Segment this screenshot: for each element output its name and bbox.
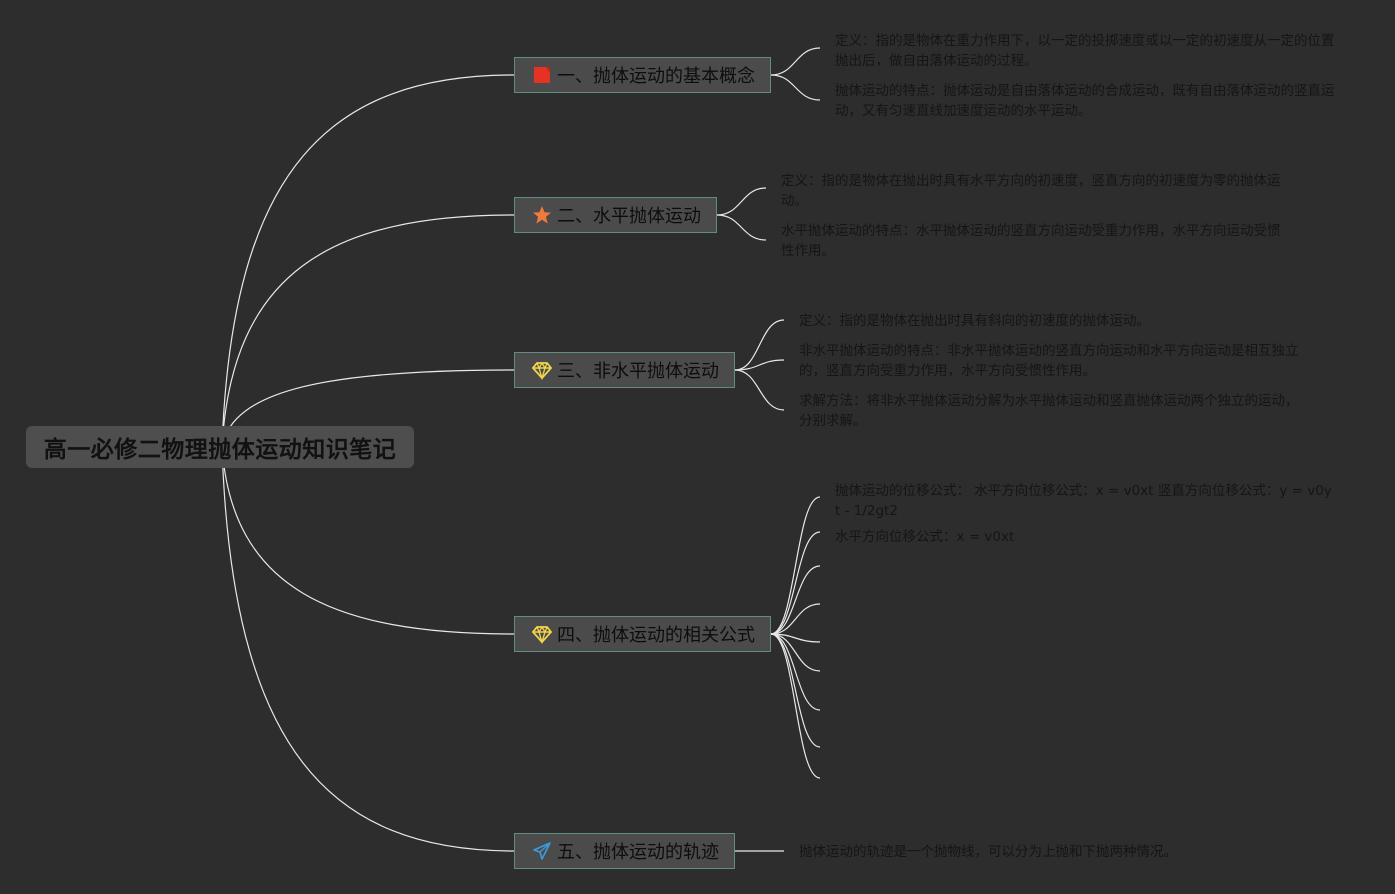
- branch-topic-horizontal-projectile[interactable]: 二、水平抛体运动: [514, 197, 717, 233]
- root-branch-connector: [221, 214, 515, 448]
- leaf-topic[interactable]: 水平抛体运动的特点：水平抛体运动的竖直方向运动受重力作用，水平方向运动受惯性作用…: [781, 223, 1281, 259]
- branch-topic-oblique-projectile[interactable]: 三、非水平抛体运动: [514, 352, 735, 388]
- yellow-diamond-icon: [531, 623, 553, 645]
- branch-leaf-connector: [716, 187, 767, 216]
- branch-topic-formulas[interactable]: 四、抛体运动的相关公式: [514, 616, 771, 652]
- branch-label: 三、非水平抛体运动: [557, 361, 719, 382]
- branch-label: 四、抛体运动的相关公式: [557, 625, 755, 646]
- branch-leaf-connector: [734, 319, 785, 371]
- branch-leaf-connector: [770, 633, 821, 711]
- root-topic[interactable]: 高一必修二物理抛体运动知识笔记: [26, 426, 414, 468]
- leaf-topic[interactable]: 定义：指的是物体在抛出时具有斜向的初速度的抛体运动。: [799, 313, 1150, 329]
- leaf-topic[interactable]: 抛体运动的特点：抛体运动是自由落体运动的合成运动，既有自由落体运动的竖直运动，又…: [835, 83, 1335, 119]
- branch-leaf-connector: [770, 603, 821, 635]
- branch-leaf-connector: [734, 359, 785, 371]
- root-branch-connector: [221, 74, 515, 448]
- yellow-diamond-icon: [531, 359, 553, 381]
- leaf-topic[interactable]: 定义：指的是物体在抛出时具有水平方向的初速度，竖直方向的初速度为零的抛体运动。: [781, 173, 1281, 209]
- branch-leaf-connector: [770, 74, 821, 101]
- blue-paper-plane-icon: [531, 840, 553, 862]
- branch-leaf-connector: [716, 214, 767, 241]
- leaf-topic[interactable]: 抛体运动的轨迹是一个抛物线，可以分为上抛和下抛两种情况。: [799, 844, 1177, 860]
- orange-star-icon: [531, 204, 553, 226]
- branch-leaf-connector: [770, 633, 821, 779]
- branch-leaf-connector: [770, 531, 821, 635]
- leaf-topic[interactable]: 水平方向位移公式：x = v0xt: [835, 529, 1015, 545]
- branch-leaf-connector: [770, 633, 821, 748]
- leaf-topic[interactable]: 抛体运动的位移公式： 水平方向位移公式：x = v0xt 竖直方向位移公式：y …: [835, 483, 1332, 519]
- branch-leaf-connector: [770, 565, 821, 635]
- branch-topic-trajectory[interactable]: 五、抛体运动的轨迹: [514, 833, 735, 869]
- branch-leaf-connector: [734, 369, 785, 411]
- branch-label: 一、抛体运动的基本概念: [557, 66, 755, 87]
- leaf-topic[interactable]: 求解方法：将非水平抛体运动分解为水平抛体运动和竖直抛体运动两个独立的运动，分别求…: [799, 393, 1299, 429]
- branch-topic-basic-concept[interactable]: 一、抛体运动的基本概念: [514, 57, 771, 93]
- branch-label: 五、抛体运动的轨迹: [557, 842, 719, 863]
- branch-leaf-connector: [770, 496, 821, 635]
- branch-leaf-connector: [770, 47, 821, 76]
- leaf-topic[interactable]: 非水平抛体运动的特点：非水平抛体运动的竖直方向运动和水平方向运动是相互独立的，竖…: [799, 343, 1299, 379]
- root-topic-label: 高一必修二物理抛体运动知识笔记: [43, 437, 397, 463]
- root-branch-connector: [221, 446, 515, 852]
- leaf-topic[interactable]: 定义：指的是物体在重力作用下，以一定的投掷速度或以一定的初速度从一定的位置抛出后…: [835, 33, 1335, 69]
- root-branch-connector: [221, 446, 515, 635]
- red-flag-icon: [531, 64, 553, 86]
- branch-leaf-connector: [770, 633, 821, 672]
- branch-label: 二、水平抛体运动: [557, 206, 701, 227]
